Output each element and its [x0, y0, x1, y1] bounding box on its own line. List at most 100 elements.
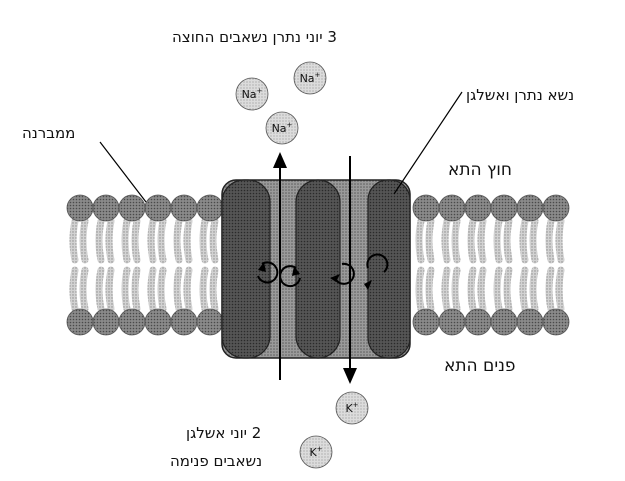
svg-text:K+: K+ — [345, 401, 358, 415]
lipid-head — [170, 308, 198, 336]
lipid-tail — [69, 266, 79, 313]
lipid-tail — [209, 217, 219, 264]
lipid-head — [516, 194, 544, 222]
phospholipid — [490, 194, 518, 336]
svg-text:K+: K+ — [309, 445, 322, 459]
lipid-tail — [545, 266, 555, 313]
leader-lines — [99, 91, 463, 203]
lipid-head — [438, 194, 466, 222]
lipid-head — [490, 194, 518, 222]
potassium-ion: K+ — [335, 391, 369, 425]
sodium-potassium-pump — [221, 179, 411, 359]
lipid-tail — [477, 266, 487, 313]
lipid-head — [196, 194, 224, 222]
lipid-tail — [131, 266, 141, 313]
sodium-out-label: 3 יוני נתרן נשאבים החוצה — [172, 28, 337, 46]
pump-subunit-left — [221, 179, 271, 359]
lipid-tail — [519, 217, 529, 264]
lipid-tail — [105, 266, 115, 313]
lipid-tail — [147, 266, 157, 313]
membrane-left-segment — [66, 194, 224, 336]
pump-leader — [393, 91, 463, 195]
membrane-bilayer — [66, 194, 570, 336]
lipid-tail — [477, 217, 487, 264]
phospholipid — [438, 194, 466, 336]
lipid-head — [438, 308, 466, 336]
lipid-head — [196, 308, 224, 336]
outside-cell-label: חוץ התא — [448, 160, 512, 180]
lipid-tail — [147, 217, 157, 264]
lipid-head — [490, 308, 518, 336]
lipid-tail — [503, 266, 513, 313]
lipid-tail — [415, 217, 425, 264]
lipid-tail — [199, 217, 209, 264]
lipid-tail — [451, 217, 461, 264]
lipid-tail — [183, 266, 193, 313]
sodium-ion: Na+ — [235, 77, 269, 111]
phospholipid — [118, 194, 146, 336]
pump-label: נשא נתרן ואשלגן — [466, 86, 575, 104]
membrane-leader — [99, 141, 147, 203]
potassium-ions: K+ K+ — [299, 391, 369, 469]
phospholipid — [196, 194, 224, 336]
svg-text:Na+: Na+ — [242, 87, 263, 101]
lipid-tail — [493, 266, 503, 313]
lipid-tail — [79, 217, 89, 264]
svg-text:Na+: Na+ — [272, 121, 293, 135]
phospholipid — [144, 194, 172, 336]
potassium-in-label-line1: 2 יוני אשלגן — [186, 424, 262, 442]
phospholipid — [66, 194, 94, 336]
lipid-tail — [529, 266, 539, 313]
lipid-tail — [555, 266, 565, 313]
phospholipid — [516, 194, 544, 336]
lipid-head — [66, 308, 94, 336]
phospholipid — [412, 194, 440, 336]
lipid-tail — [519, 266, 529, 313]
membrane-right-segment — [412, 194, 570, 336]
lipid-tail — [173, 266, 183, 313]
phospholipid — [92, 194, 120, 336]
lipid-tail — [199, 266, 209, 313]
lipid-tail — [131, 217, 141, 264]
lipid-tail — [493, 217, 503, 264]
lipid-tail — [157, 217, 167, 264]
potassium-ion: K+ — [299, 435, 333, 469]
pump-subunit-right — [367, 179, 411, 359]
lipid-head — [144, 194, 172, 222]
lipid-tail — [425, 217, 435, 264]
lipid-head — [412, 308, 440, 336]
lipid-head — [542, 194, 570, 222]
lipid-tail — [183, 217, 193, 264]
lipid-tail — [451, 266, 461, 313]
lipid-tail — [173, 217, 183, 264]
lipid-tail — [441, 217, 451, 264]
lipid-tail — [79, 266, 89, 313]
phospholipid — [170, 194, 198, 336]
lipid-head — [464, 194, 492, 222]
phospholipid — [542, 194, 570, 336]
lipid-head — [92, 308, 120, 336]
lipid-tail — [467, 266, 477, 313]
lipid-tail — [69, 217, 79, 264]
lipid-head — [542, 308, 570, 336]
lipid-tail — [503, 217, 513, 264]
lipid-head — [412, 194, 440, 222]
lipid-head — [144, 308, 172, 336]
lipid-head — [118, 308, 146, 336]
lipid-tail — [529, 217, 539, 264]
sodium-ion: Na+ — [265, 111, 299, 145]
lipid-head — [66, 194, 94, 222]
lipid-tail — [555, 217, 565, 264]
membrane-label: ממברנה — [22, 124, 76, 142]
lipid-tail — [467, 217, 477, 264]
lipid-head — [118, 194, 146, 222]
lipid-tail — [209, 266, 219, 313]
lipid-tail — [157, 266, 167, 313]
potassium-in-label-line2: נשאבים פנימה — [170, 452, 263, 470]
sodium-ions: Na+ Na+ Na+ — [235, 61, 327, 145]
lipid-tail — [95, 266, 105, 313]
phospholipid — [464, 194, 492, 336]
sodium-ion: Na+ — [293, 61, 327, 95]
inside-cell-label: פנים התא — [444, 356, 516, 376]
